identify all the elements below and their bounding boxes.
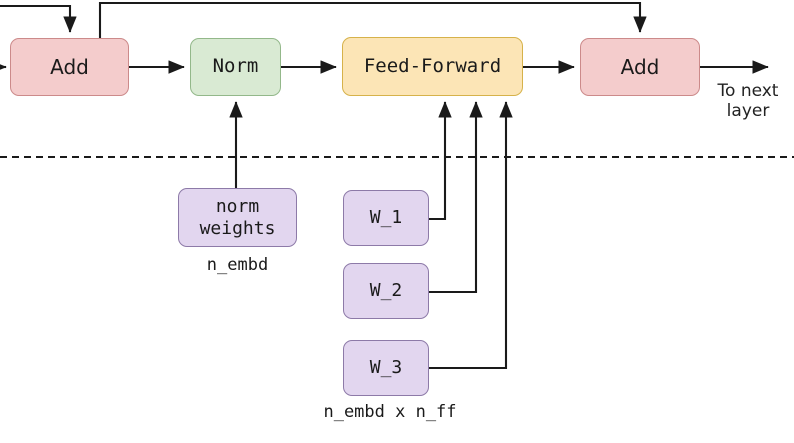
edge-w2-to-feed-forward	[429, 101, 483, 294]
weight-block-w2[interactable]: W_2	[343, 263, 429, 319]
norm-block[interactable]: Norm	[190, 38, 281, 96]
weight-block-w1-label: W_1	[369, 207, 403, 229]
add-block-left-label: Add	[50, 54, 89, 79]
weight-block-w2-label: W_2	[369, 280, 403, 302]
edge-residual-skip	[98, 1, 647, 38]
weight-block-w3-label: W_3	[369, 357, 403, 379]
weight-block-w3[interactable]: W_3	[343, 340, 429, 396]
caption-n-embd: n_embd	[206, 255, 269, 275]
add-block-right[interactable]: Add	[580, 38, 700, 96]
add-block-left[interactable]: Add	[10, 38, 129, 96]
feed-forward-block-label: Feed-Forward	[363, 54, 502, 77]
edge-w3-to-feed-forward	[429, 101, 513, 370]
feed-forward-block[interactable]: Feed-Forward	[342, 37, 523, 96]
caption-n-embd-x-n-ff: n_embd x n_ff	[323, 402, 457, 422]
edge-w1-to-feed-forward	[429, 101, 452, 221]
edge-residual-in-top	[0, 4, 77, 33]
norm-weights-block-label: norm weights	[199, 195, 276, 239]
weight-block-w1[interactable]: W_1	[343, 190, 429, 246]
norm-weights-block[interactable]: norm weights	[178, 188, 297, 247]
to-next-layer-label: To next layer	[717, 81, 779, 121]
norm-block-label: Norm	[212, 55, 259, 78]
add-block-right-label: Add	[620, 54, 660, 79]
